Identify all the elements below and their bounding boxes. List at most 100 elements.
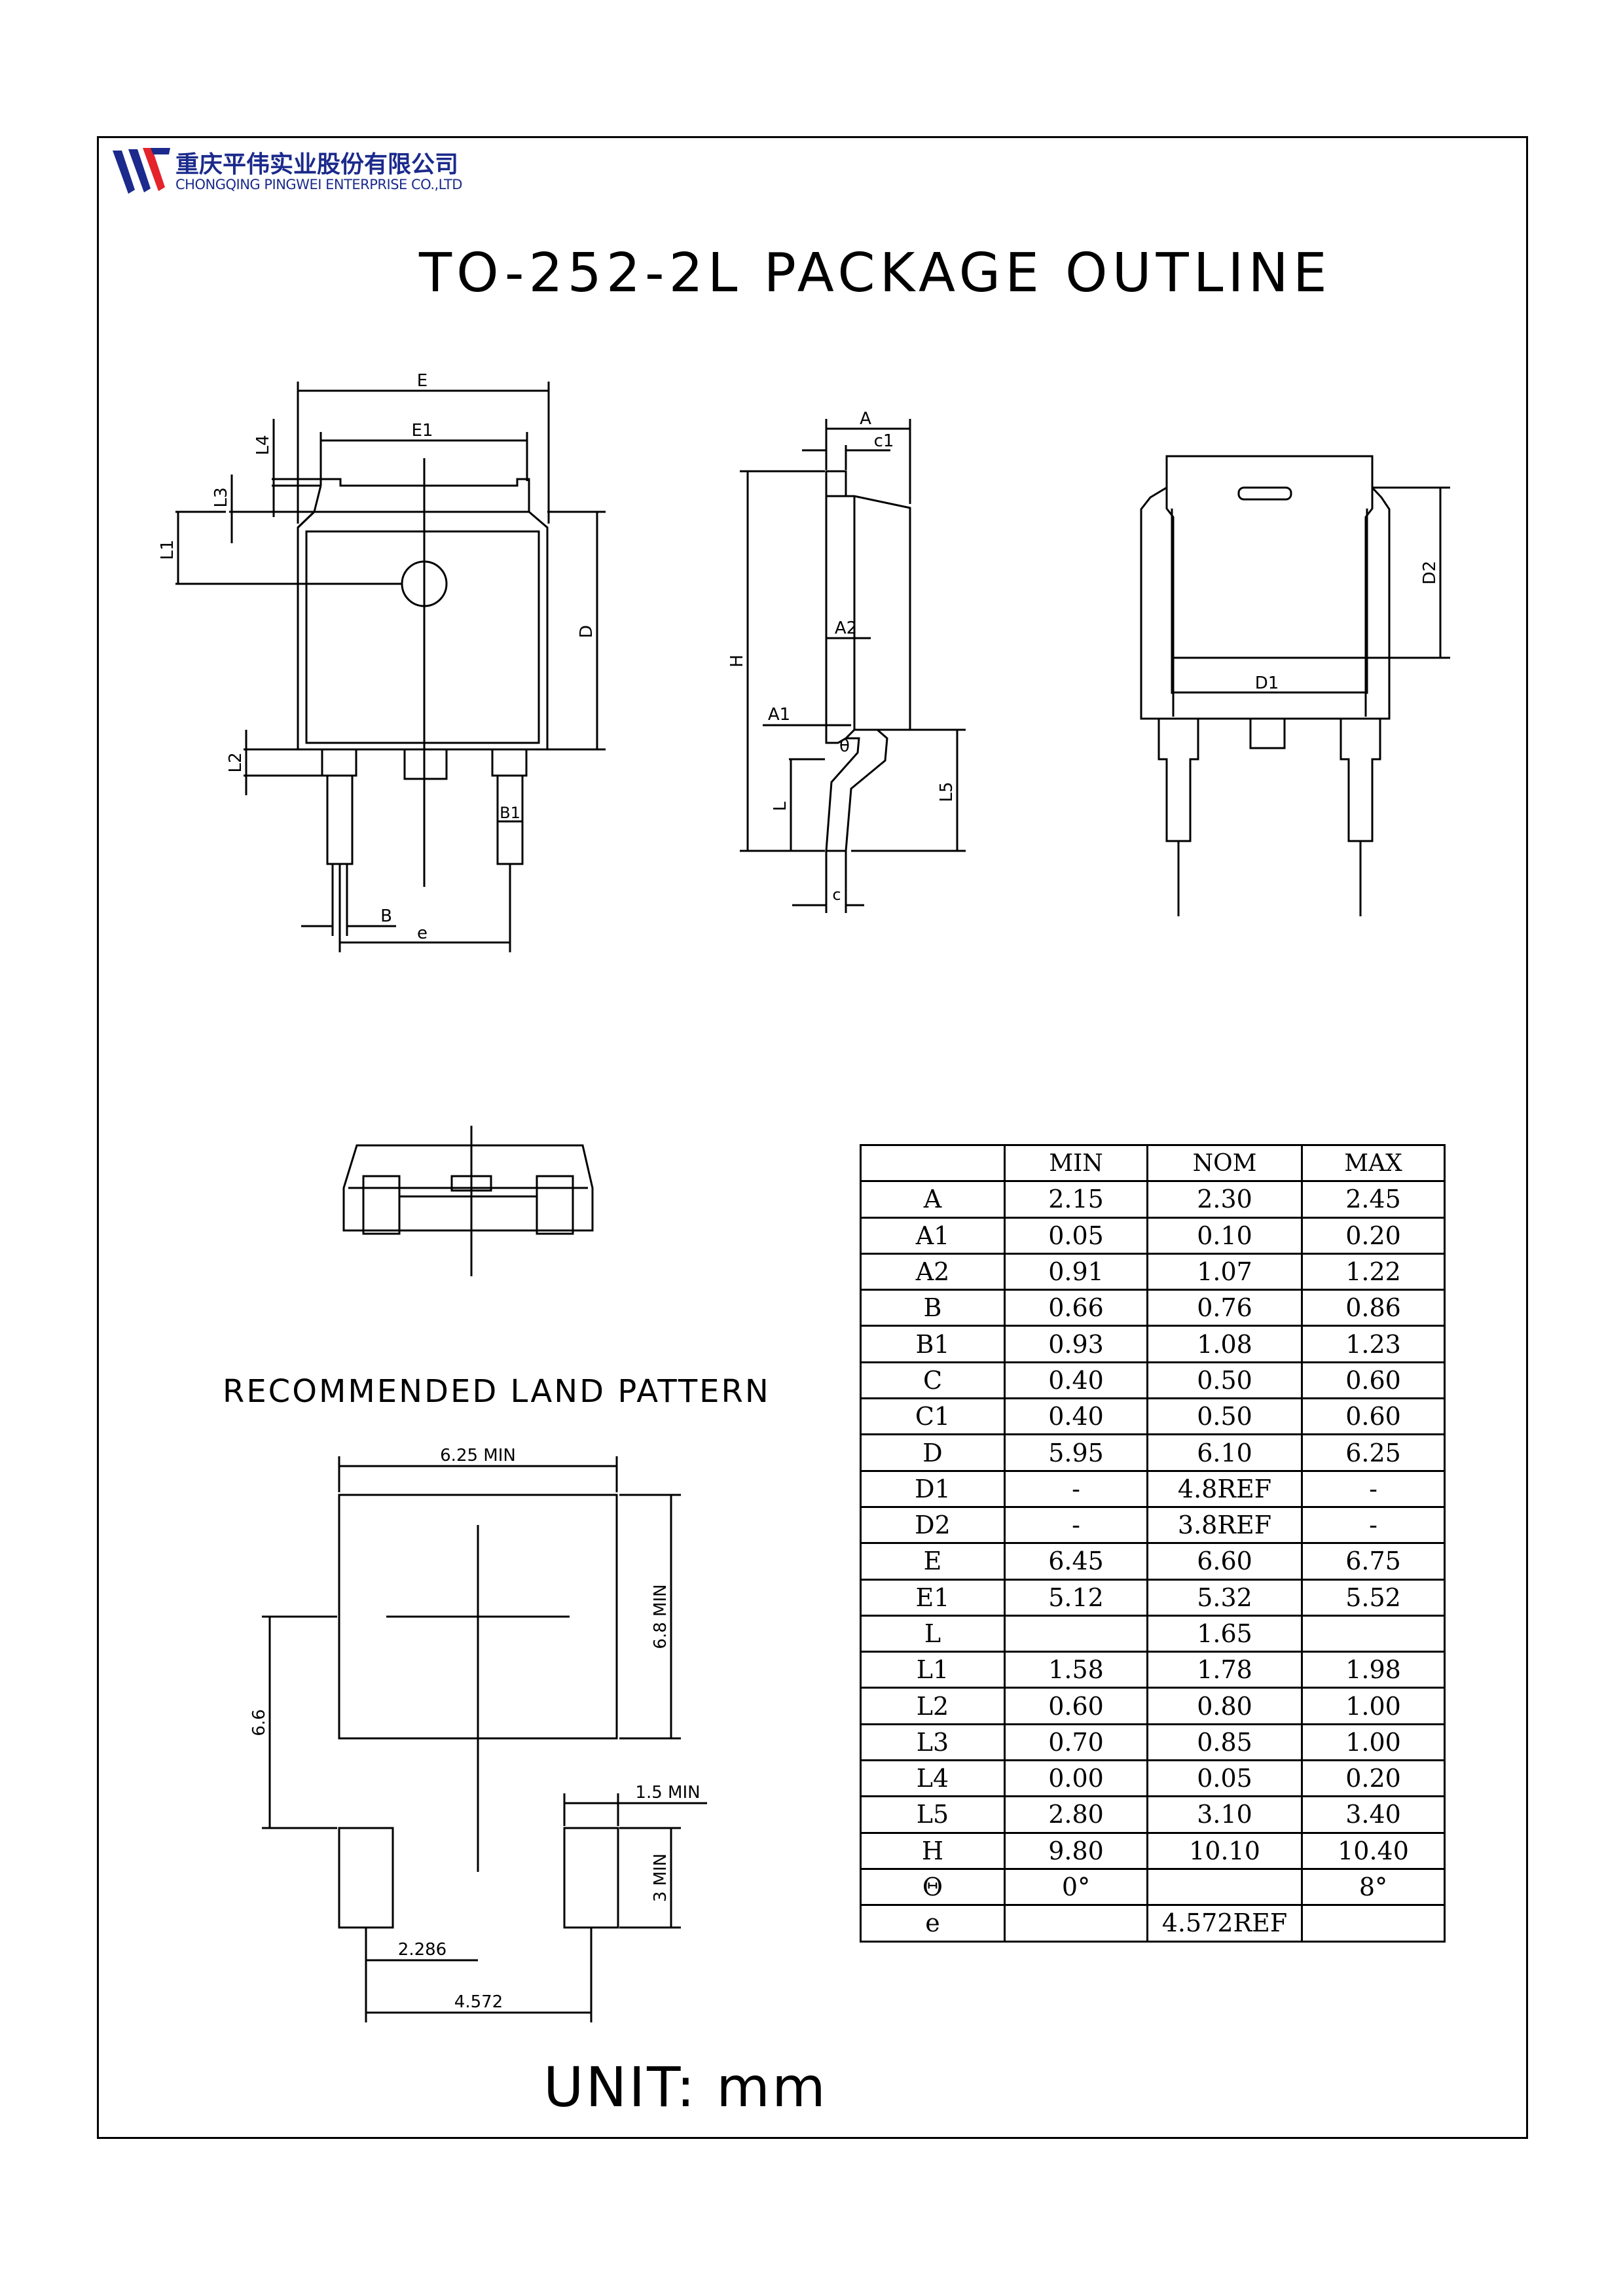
table-value-cell: 4.8REF xyxy=(1146,1469,1303,1508)
dim-label-A2: A2 xyxy=(835,619,857,638)
table-header-cell: MAX xyxy=(1301,1143,1446,1183)
table-value-cell: 0.76 xyxy=(1146,1289,1303,1327)
table-value-cell: 0.20 xyxy=(1301,1216,1446,1255)
table-symbol-cell: C1 xyxy=(860,1397,1006,1436)
table-value-cell: 3.40 xyxy=(1301,1795,1446,1834)
dim-label-L: L xyxy=(771,801,790,811)
dim-label-L1: L1 xyxy=(158,539,177,560)
dim-label-D: D xyxy=(577,625,596,638)
table-value-cell: 0.60 xyxy=(1301,1361,1446,1400)
table-value-cell xyxy=(1004,1614,1148,1653)
table-value-cell: 0.40 xyxy=(1004,1361,1148,1400)
table-value-cell: 6.10 xyxy=(1146,1433,1303,1472)
table-symbol-cell: C xyxy=(860,1361,1006,1400)
land-label-pad-width: 1.5 MIN xyxy=(635,1783,700,1803)
dim-label-A1: A1 xyxy=(768,705,790,725)
table-symbol-cell: L5 xyxy=(860,1795,1006,1834)
company-header: 重庆平伟实业股份有限公司 CHONGQING PINGWEI ENTERPRIS… xyxy=(110,143,568,202)
table-value-cell: 0.00 xyxy=(1004,1759,1148,1798)
land-label-half-pitch: 2.286 xyxy=(398,1940,447,1960)
table-value-cell: 1.98 xyxy=(1301,1651,1446,1689)
dim-label-c: c xyxy=(832,886,841,904)
dim-label-theta: θ xyxy=(839,736,850,756)
land-label-height: 6.8 MIN xyxy=(651,1584,670,1649)
table-header-cell xyxy=(860,1143,1006,1183)
table-value-cell: 0.85 xyxy=(1146,1723,1303,1762)
dim-label-A: A xyxy=(860,409,871,429)
table-row: D2-3.8REF- xyxy=(860,1505,1446,1545)
back-view: D2 D1 xyxy=(1140,455,1450,916)
table-value-cell: 0.70 xyxy=(1004,1723,1148,1762)
unit-label: UNIT: mm xyxy=(543,2055,828,2119)
table-value-cell: 3.8REF xyxy=(1146,1505,1303,1545)
table-symbol-cell: B1 xyxy=(860,1325,1006,1363)
table-value-cell: 1.23 xyxy=(1301,1325,1446,1363)
table-value-cell: - xyxy=(1004,1505,1148,1545)
table-symbol-cell: D2 xyxy=(860,1505,1006,1545)
table-value-cell: 0.66 xyxy=(1004,1289,1148,1327)
dim-label-H: H xyxy=(727,655,747,668)
table-value-cell: 5.52 xyxy=(1301,1578,1446,1617)
table-value-cell: 5.32 xyxy=(1146,1578,1303,1617)
table-value-cell: 0.86 xyxy=(1301,1289,1446,1327)
table-symbol-cell: Θ xyxy=(860,1867,1006,1907)
table-value-cell: 6.45 xyxy=(1004,1542,1148,1581)
table-symbol-cell: L3 xyxy=(860,1723,1006,1762)
page-title: TO-252-2L PACKAGE OUTLINE xyxy=(419,242,1332,304)
table-value-cell: 0.60 xyxy=(1004,1687,1148,1725)
table-value-cell: 1.00 xyxy=(1301,1723,1446,1762)
table-value-cell: 10.10 xyxy=(1146,1831,1303,1870)
table-value-cell: 1.65 xyxy=(1146,1614,1303,1653)
table-value-cell: 2.80 xyxy=(1004,1795,1148,1834)
land-label-width: 6.25 MIN xyxy=(440,1446,516,1465)
table-value-cell: 5.95 xyxy=(1004,1433,1148,1472)
table-symbol-cell: A1 xyxy=(860,1216,1006,1255)
table-value-cell xyxy=(1146,1867,1303,1907)
table-value-cell: 0.93 xyxy=(1004,1325,1148,1363)
table-value-cell: - xyxy=(1301,1505,1446,1545)
dim-label-D2: D2 xyxy=(1420,561,1440,585)
table-value-cell: - xyxy=(1301,1469,1446,1508)
table-symbol-cell: A2 xyxy=(860,1252,1006,1291)
land-label-offset: 6.6 xyxy=(249,1709,269,1736)
table-value-cell: 1.22 xyxy=(1301,1252,1446,1291)
dim-label-e: e xyxy=(417,924,428,943)
table-header-cell: MIN xyxy=(1004,1143,1148,1183)
table-symbol-cell: B xyxy=(860,1289,1006,1327)
table-symbol-cell: L2 xyxy=(860,1687,1006,1725)
table-value-cell: 1.00 xyxy=(1301,1687,1446,1725)
table-symbol-cell: L4 xyxy=(860,1759,1006,1798)
dim-label-B: B xyxy=(380,906,392,926)
table-value-cell: 0.50 xyxy=(1146,1361,1303,1400)
table-value-cell: 0.80 xyxy=(1146,1687,1303,1725)
company-name-en: CHONGQING PINGWEI ENTERPRISE CO.,LTD xyxy=(175,177,462,192)
table-value-cell: 10.40 xyxy=(1301,1831,1446,1870)
table-value-cell: 1.78 xyxy=(1146,1651,1303,1689)
dim-label-L2: L2 xyxy=(226,752,246,772)
table-value-cell: 0.05 xyxy=(1146,1759,1303,1798)
table-value-cell xyxy=(1301,1614,1446,1653)
table-value-cell: 2.30 xyxy=(1146,1180,1303,1219)
table-value-cell: 0.50 xyxy=(1146,1397,1303,1436)
table-value-cell xyxy=(1004,1904,1148,1943)
table-value-cell: 6.75 xyxy=(1301,1542,1446,1581)
land-pattern-title: RECOMMENDED LAND PATTERN xyxy=(223,1373,771,1410)
land-label-pitch: 4.572 xyxy=(454,1992,503,2012)
table-symbol-cell: E1 xyxy=(860,1578,1006,1617)
table-symbol-cell: D xyxy=(860,1433,1006,1472)
dim-label-L4: L4 xyxy=(253,435,273,455)
